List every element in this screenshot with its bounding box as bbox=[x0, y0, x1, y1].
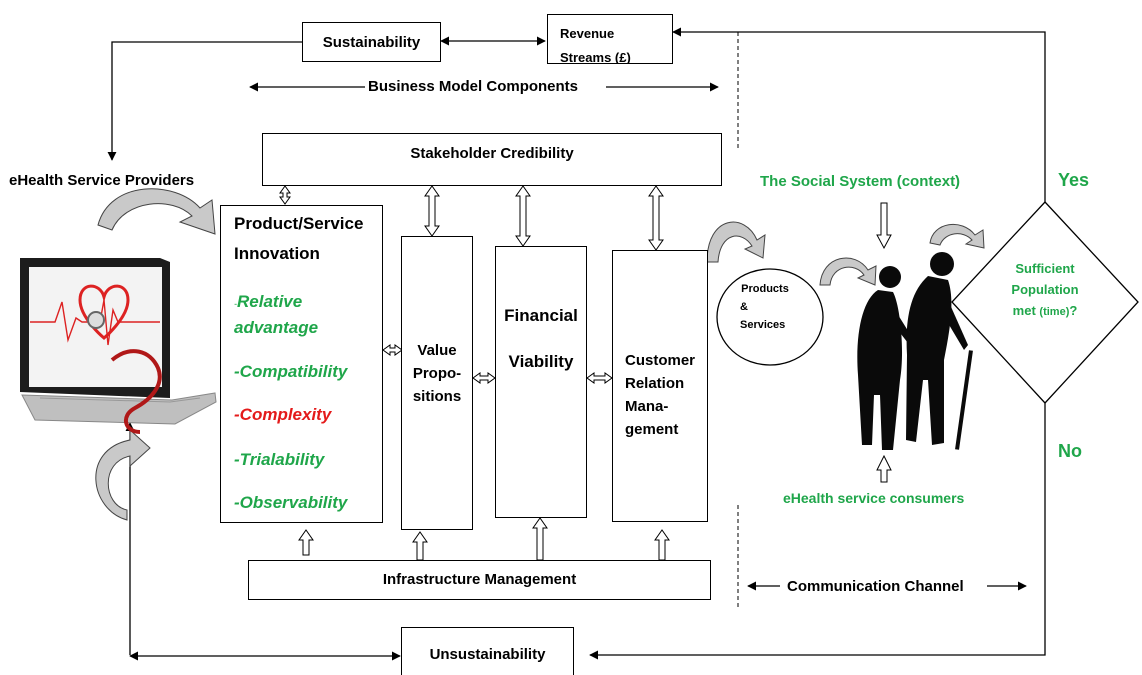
revenue-streams-label: Revenue Streams (£) bbox=[560, 26, 631, 63]
crm-line1: Customer bbox=[625, 352, 696, 369]
attr-complexity: -Complexity bbox=[234, 405, 332, 424]
attr-relative-advantage-line1: Relative bbox=[237, 292, 303, 311]
stakeholder-credibility-label: Stakeholder Credibility bbox=[410, 145, 574, 162]
ehealth-consumers-label: eHealth service consumers bbox=[783, 490, 965, 506]
financial-viability-label-line2: Viability bbox=[508, 352, 574, 371]
stakeholder-credibility-box bbox=[262, 133, 722, 186]
no-label: No bbox=[1058, 441, 1082, 461]
communication-channel-label: Communication Channel bbox=[787, 578, 964, 595]
ehealth-providers-label: eHealth Service Providers bbox=[9, 172, 195, 189]
attr-relative-advantage-prefix: - bbox=[234, 299, 237, 309]
decision-line3-end: ? bbox=[1069, 303, 1078, 318]
attr-trialability: -Trialability bbox=[234, 450, 325, 469]
products-services-label: Products & Services bbox=[730, 280, 800, 334]
crm-box bbox=[612, 250, 708, 522]
innovation-title-line2: Innovation bbox=[234, 244, 320, 263]
decision-line2: Population bbox=[1011, 282, 1079, 297]
innovation-title-line1: Product/Service bbox=[234, 214, 364, 233]
attr-compatibility: -Compatibility bbox=[234, 362, 348, 381]
crm-line2: Relation bbox=[625, 375, 685, 392]
hollow-arrows-bottom bbox=[298, 517, 670, 561]
social-system-down-arrow bbox=[876, 202, 892, 250]
financial-viability-box bbox=[495, 246, 587, 518]
social-system-label: The Social System (context) bbox=[760, 173, 961, 190]
crm-line4: gement bbox=[625, 421, 679, 438]
revenue-streams-box bbox=[547, 14, 673, 64]
infrastructure-management-label: Infrastructure Management bbox=[382, 571, 577, 588]
products-services-circle bbox=[716, 268, 824, 366]
crm-line3: Mana- bbox=[625, 398, 669, 415]
unsustainability-box bbox=[401, 627, 574, 675]
sustainability-label: Sustainability bbox=[322, 34, 421, 51]
decision-line1: Sufficient bbox=[1015, 261, 1075, 276]
decision-line3: met (time)? bbox=[990, 300, 1100, 323]
yes-path-line bbox=[672, 27, 1046, 202]
products-services-line1: Products bbox=[741, 283, 789, 295]
crm-label: Customer Relation Mana- gement bbox=[625, 349, 695, 441]
value-propositions-box bbox=[401, 236, 473, 530]
value-propositions-line3: sitions bbox=[412, 388, 462, 405]
sustainability-box bbox=[302, 22, 441, 62]
decision-label: Sufficient Population met (time)? bbox=[990, 258, 1100, 323]
products-services-line3: Services bbox=[740, 319, 786, 331]
value-propositions-label: Value Propo- sitions bbox=[401, 339, 473, 408]
sustainability-to-providers-line bbox=[107, 41, 302, 161]
financial-viability-label-line1: Financial bbox=[504, 306, 578, 325]
no-path-line bbox=[589, 403, 1046, 660]
attr-relative-advantage: -Relative advantage bbox=[234, 290, 318, 340]
value-propositions-line1: Value bbox=[417, 342, 457, 359]
decision-line3-main: met bbox=[1012, 303, 1036, 318]
attr-observability: -Observability bbox=[234, 493, 348, 512]
innovation-box bbox=[220, 205, 383, 523]
value-propositions-line2: Propo- bbox=[412, 365, 462, 382]
yes-label: Yes bbox=[1058, 170, 1090, 190]
curved-arrow-icon bbox=[95, 188, 985, 521]
consumers-up-arrow bbox=[876, 454, 892, 483]
attr-relative-advantage-line2: advantage bbox=[234, 318, 319, 337]
decision-diamond bbox=[951, 201, 1139, 404]
unsustainability-label: Unsustainability bbox=[429, 646, 546, 663]
business-model-components-label: Business Model Components bbox=[368, 78, 579, 95]
decision-line3-paren: (time) bbox=[1039, 306, 1070, 318]
laptop-heartbeat-stethoscope-image bbox=[20, 258, 217, 434]
infrastructure-management-box bbox=[248, 560, 711, 600]
products-services-line2: & bbox=[740, 301, 748, 313]
elderly-couple-silhouette bbox=[857, 252, 973, 450]
